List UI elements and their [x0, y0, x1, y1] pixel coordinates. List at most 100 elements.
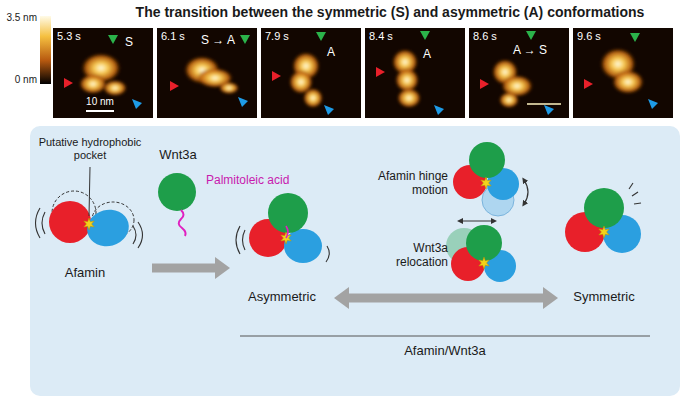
arrow-head	[334, 287, 349, 309]
hydrophobic-pocket-star	[479, 257, 489, 269]
motion-arc	[138, 222, 143, 248]
marker-arrowhead	[316, 32, 326, 41]
motion-label: Wnt3a relocation	[368, 242, 448, 270]
afm-image	[157, 28, 257, 118]
relocation-node: Wnt3a relocation	[360, 230, 532, 288]
marker-arrowhead	[584, 79, 593, 89]
afm-image	[469, 28, 569, 118]
afm-signal	[184, 56, 239, 94]
wnt3a-node: Wnt3a	[150, 148, 206, 234]
bracket-line	[240, 336, 650, 337]
afm-signal	[79, 53, 127, 96]
complex-label: Afamin/Wnt3a	[365, 344, 525, 359]
motion-tick	[634, 203, 641, 204]
afm-signal	[600, 48, 644, 94]
marker-arrowhead	[630, 33, 640, 42]
time-stamp: 8.6 s	[473, 30, 497, 43]
colorbar-label: 0 nm	[0, 74, 37, 86]
palmitoleic-acid-chain	[179, 210, 186, 236]
afamin-node: Afamin	[40, 190, 150, 282]
relocation-arrow	[460, 220, 494, 221]
afm-background	[365, 28, 465, 118]
afm-blob	[499, 92, 519, 108]
wnt3a-circle	[469, 142, 505, 178]
marker-arrowhead	[544, 105, 554, 115]
time-stamp: 5.3 s	[57, 30, 81, 43]
asymmetric-complex: Asymmetric	[232, 190, 332, 306]
afm-image	[53, 28, 153, 118]
motion-arc	[133, 226, 136, 244]
wnt3a-circle	[466, 225, 502, 261]
transition-arrow	[152, 257, 230, 279]
afm-frame: 8.4 s A	[365, 28, 465, 118]
afm-background	[157, 28, 257, 118]
figure-title: The transition between the symmetric (S)…	[60, 4, 700, 20]
afm-blob	[303, 88, 323, 108]
time-stamp: 7.9 s	[265, 30, 289, 43]
afm-background	[469, 28, 569, 118]
marker-arrowhead	[324, 105, 334, 115]
marker-arrowhead	[272, 71, 281, 81]
model-panel: Afamin/Wnt3a Afamin Wnt3aAsymmetric Afamin …	[30, 126, 680, 396]
marker-arrowhead	[238, 97, 248, 107]
afm-blob	[219, 82, 239, 94]
leader-line	[89, 167, 90, 216]
marker-arrowhead	[420, 31, 430, 40]
conformation-label: S → A	[201, 34, 235, 48]
arrow-head	[543, 287, 558, 309]
marker-arrowhead	[170, 81, 179, 91]
marker-arrowhead	[108, 35, 118, 44]
wnt3a-circle	[158, 173, 196, 211]
afm-image	[261, 28, 361, 118]
arrow-shaft	[348, 294, 544, 303]
panel-background	[30, 126, 680, 396]
protein-label: Wnt3a	[150, 148, 206, 163]
afm-frame: 7.9 sA	[261, 28, 361, 118]
marker-arrowhead	[648, 99, 658, 109]
afm-blob	[79, 74, 107, 94]
afm-signal	[492, 59, 533, 108]
motion-tick	[629, 183, 633, 189]
hydrophobic-pocket-star	[84, 218, 94, 230]
hinge-motion-node: Afamin hinge motion	[360, 138, 532, 228]
afm-image	[573, 28, 673, 118]
afm-frame: 9.6 s	[573, 28, 673, 118]
afm-image	[365, 28, 465, 118]
hydrophobic-pocket-star	[599, 226, 609, 238]
motion-arc	[326, 246, 329, 262]
motion-label: Afamin hinge motion	[368, 170, 448, 198]
scan-streak	[527, 103, 561, 105]
time-stamp: 9.6 s	[577, 30, 601, 43]
marker-arrowhead	[132, 99, 142, 109]
protein-label: Afamin	[40, 266, 130, 281]
marker-arrowhead	[240, 35, 250, 44]
marker-arrowhead	[434, 105, 444, 115]
palmitoleic-acid-chain	[286, 226, 288, 238]
state-label: Asymmetric	[232, 290, 332, 305]
afm-signal	[392, 49, 421, 108]
scale-bar-label: 10 nm	[82, 96, 118, 108]
afm-background	[261, 28, 361, 118]
afm-blob	[397, 88, 421, 108]
marker-arrowhead	[480, 79, 489, 89]
symmetric-complex: Symmetric	[560, 180, 648, 306]
hinge-arrow	[524, 180, 528, 204]
time-stamp: 8.4 s	[369, 30, 393, 43]
motion-tick	[632, 192, 638, 196]
conformation-label: A → S	[513, 44, 547, 58]
motion-arc	[243, 230, 246, 250]
afamin-domain-blue	[284, 229, 322, 263]
conformation-label: A	[423, 48, 431, 62]
height-colorbar	[40, 16, 51, 84]
afm-background	[573, 28, 673, 118]
arrow-shaft	[152, 264, 216, 273]
transition-arrow	[334, 287, 558, 309]
time-stamp: 6.1 s	[161, 30, 185, 43]
callout-label: Putative hydrophobic pocket	[38, 136, 142, 161]
motion-arc	[36, 208, 41, 238]
afamin-domain-blue	[83, 205, 133, 251]
marker-arrowhead	[64, 78, 73, 88]
